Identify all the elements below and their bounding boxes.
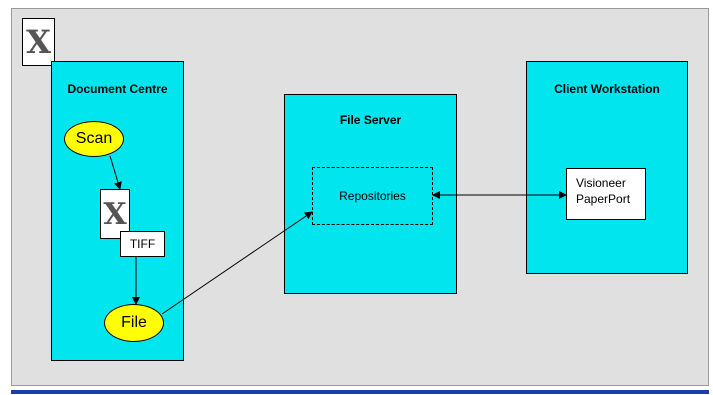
scan-label: Scan bbox=[75, 130, 113, 147]
x-document-icon: X bbox=[22, 18, 55, 66]
arrow-scan-to-tiff bbox=[109, 155, 122, 190]
file-label: File bbox=[121, 314, 147, 331]
repositories-label: Repositories bbox=[339, 189, 406, 203]
tiff-label: TIFF bbox=[129, 237, 156, 251]
document-centre-title: Document Centre bbox=[67, 82, 168, 96]
arrow-file-to-repositories bbox=[161, 211, 313, 315]
file-server-title: File Server bbox=[339, 113, 402, 127]
scan-node: Scan bbox=[64, 121, 124, 157]
paperport-box: Visioneer PaperPort bbox=[566, 168, 646, 220]
client-workstation-title: Client Workstation bbox=[554, 82, 660, 96]
bottom-accent-line bbox=[11, 390, 709, 394]
file-server-panel: File Server bbox=[284, 94, 457, 294]
client-workstation-panel: Client Workstation bbox=[526, 61, 688, 274]
file-node: File bbox=[104, 304, 164, 342]
tiff-label-box: TIFF bbox=[120, 231, 165, 257]
paperport-label-line2: PaperPort bbox=[576, 192, 631, 206]
paperport-label-line1: Visioneer bbox=[576, 176, 626, 190]
tiff-document-icon: X bbox=[100, 189, 130, 239]
